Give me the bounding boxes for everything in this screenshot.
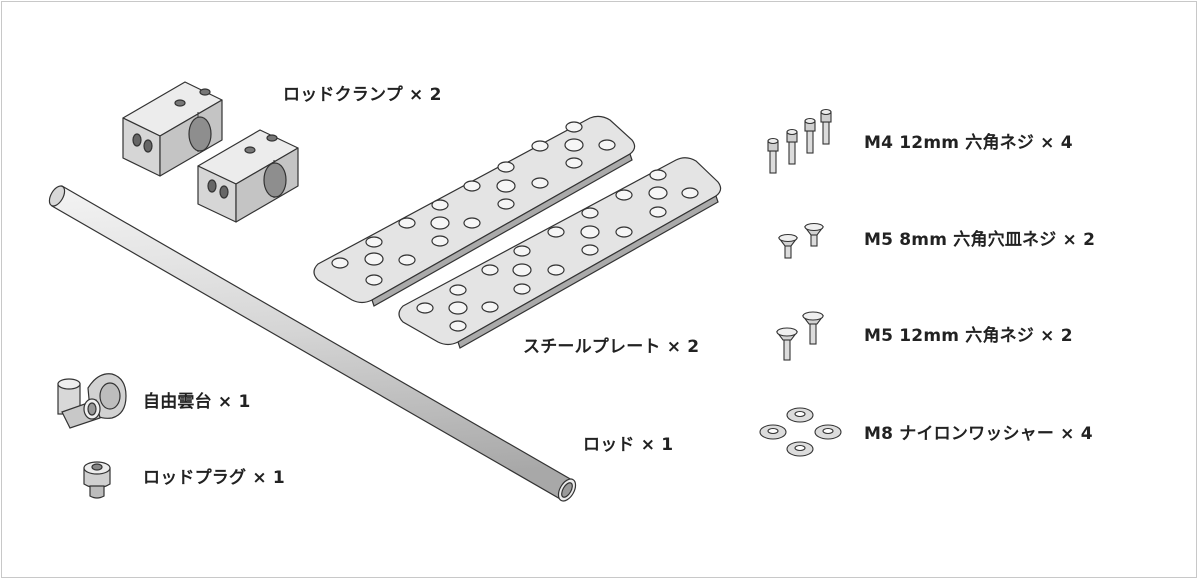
rod-illustration [48, 185, 577, 502]
rod-plug-label: ロッドプラグ × 1 [143, 468, 285, 488]
m8-washer-label: M8 ナイロンワッシャー × 4 [864, 424, 1093, 444]
free-head-label: 自由雲台 × 1 [143, 392, 251, 412]
steel-plate-illustration [398, 157, 722, 349]
steel-plate-illustration [313, 115, 636, 307]
m4-screw-label: M4 12mm 六角ネジ × 4 [864, 133, 1073, 153]
m4-screws-illustration [767, 108, 832, 174]
steel-plate-label: スチールプレート × 2 [523, 337, 700, 357]
rod-clamp-illustration [122, 81, 223, 177]
m5-flat-screws-illustration [777, 222, 825, 259]
rod-clamp-label: ロッドクランプ × 2 [283, 85, 442, 105]
rod-label: ロッド × 1 [583, 435, 674, 455]
m5-flat-screw-label: M5 8mm 六角穴皿ネジ × 2 [864, 230, 1096, 250]
free-head-illustration [57, 373, 127, 429]
m5-screw-label: M5 12mm 六角ネジ × 2 [864, 326, 1073, 346]
rod-clamp-illustration [197, 129, 299, 223]
m8-washers-illustration [759, 407, 842, 457]
rod-plug-illustration [83, 461, 111, 499]
m5-screws-illustration [775, 311, 825, 361]
